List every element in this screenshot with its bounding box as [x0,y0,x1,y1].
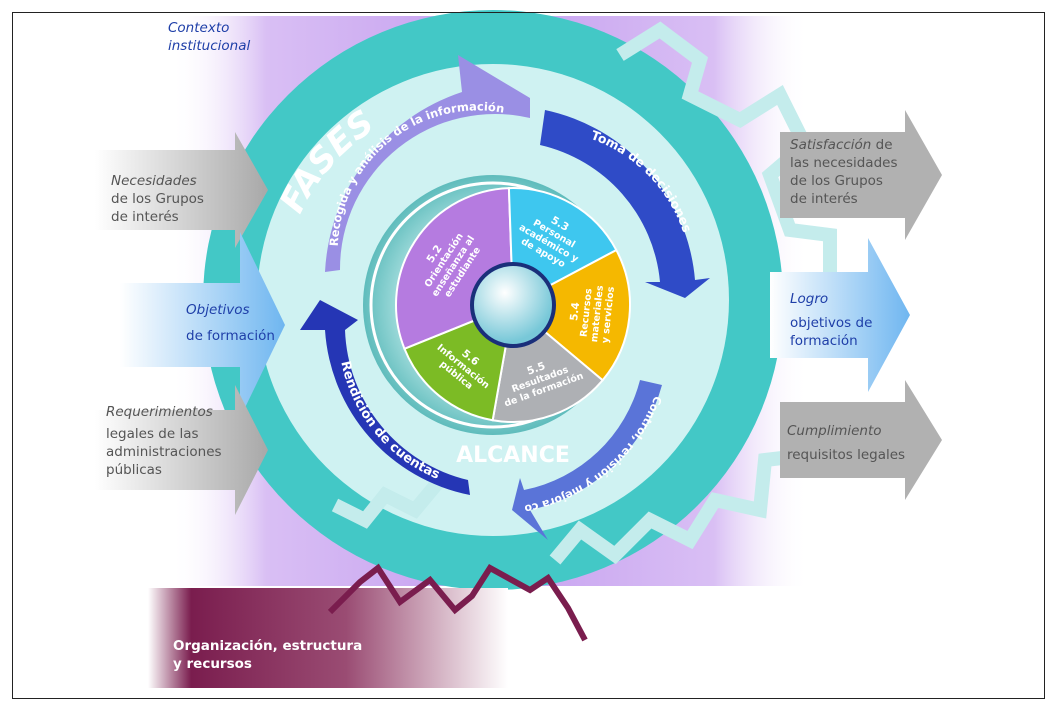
satisfaccion-line1-rest: de [871,137,893,153]
segment-5-4 [511,248,631,382]
center-hub [470,262,556,348]
satisfaccion-line4: de interés [790,191,858,207]
objetivos-line1: Objetivos [186,302,250,318]
satisfaccion-line1: Satisfacción [790,137,872,153]
maroon-gear-line [327,563,588,642]
alcance-text: ALCANCE [456,443,570,468]
requerimientos-label: Requerimientos legales de las administra… [106,403,222,479]
requerimientos-line2: legales de las [106,426,199,442]
objetivos-label: Objetivos de formación [186,301,275,345]
phase-arrow-toma [540,110,710,298]
satisfaccion-line2: las necesidades [790,155,898,171]
arrow-requerimientos [95,385,268,515]
segment-text-5-5-0: 5.5 [525,360,547,378]
phase-arrow-rendicion [300,300,470,495]
segment-text-5-4-1: Recursos [579,288,595,338]
requerimientos-line4: públicas [106,462,162,478]
necesidades-line3: de interés [111,209,179,225]
logro-line1: Logro [790,291,829,307]
logro-line3: formación [790,333,858,349]
requerimientos-line1: Requerimientos [106,404,213,420]
segment-text-5-4-0: 5.4 [568,302,582,322]
cumplimiento-label: Cumplimiento requisitos legales [787,422,905,464]
contexto-line2: institucional [168,38,251,54]
arrow-logro [770,238,910,392]
necesidades-line1: Necesidades [111,173,197,189]
cumplimiento-line2: requisitos legales [787,447,906,463]
gear-outline-top-right [616,21,837,300]
necesidades-label: Necesidades de los Grupos de interés [111,172,204,226]
organizacion-label: Organización, estructura y recursos [173,637,362,673]
logro-label: Logro objetivos de formación [790,290,872,350]
gear-outline-bottom-left [331,475,446,529]
arrow-necesidades [95,132,268,248]
logro-line2: objetivos de [790,315,873,331]
arrow-objetivos [120,232,285,418]
satisfaccion-label: Satisfacción de las necesidades de los G… [790,136,897,208]
necesidades-line2: de los Grupos [111,191,204,207]
organizacion-line1: Organización, estructura [173,638,363,654]
phase-arrow-recogida [325,55,530,272]
phase-arrow-control [512,380,662,540]
cumplimiento-line1: Cumplimiento [787,423,882,439]
objetivos-line2: de formación [186,328,275,344]
organizacion-line2: y recursos [173,656,252,672]
requerimientos-line3: administraciones [106,444,222,460]
contexto-label: Contexto institucional [168,19,250,55]
satisfaccion-line3: de los Grupos [790,173,883,189]
arrow-cumplimiento [780,380,942,500]
border-frame [12,12,1045,699]
contexto-line1: Contexto [168,20,230,36]
arrow-satisfaccion [780,110,942,240]
